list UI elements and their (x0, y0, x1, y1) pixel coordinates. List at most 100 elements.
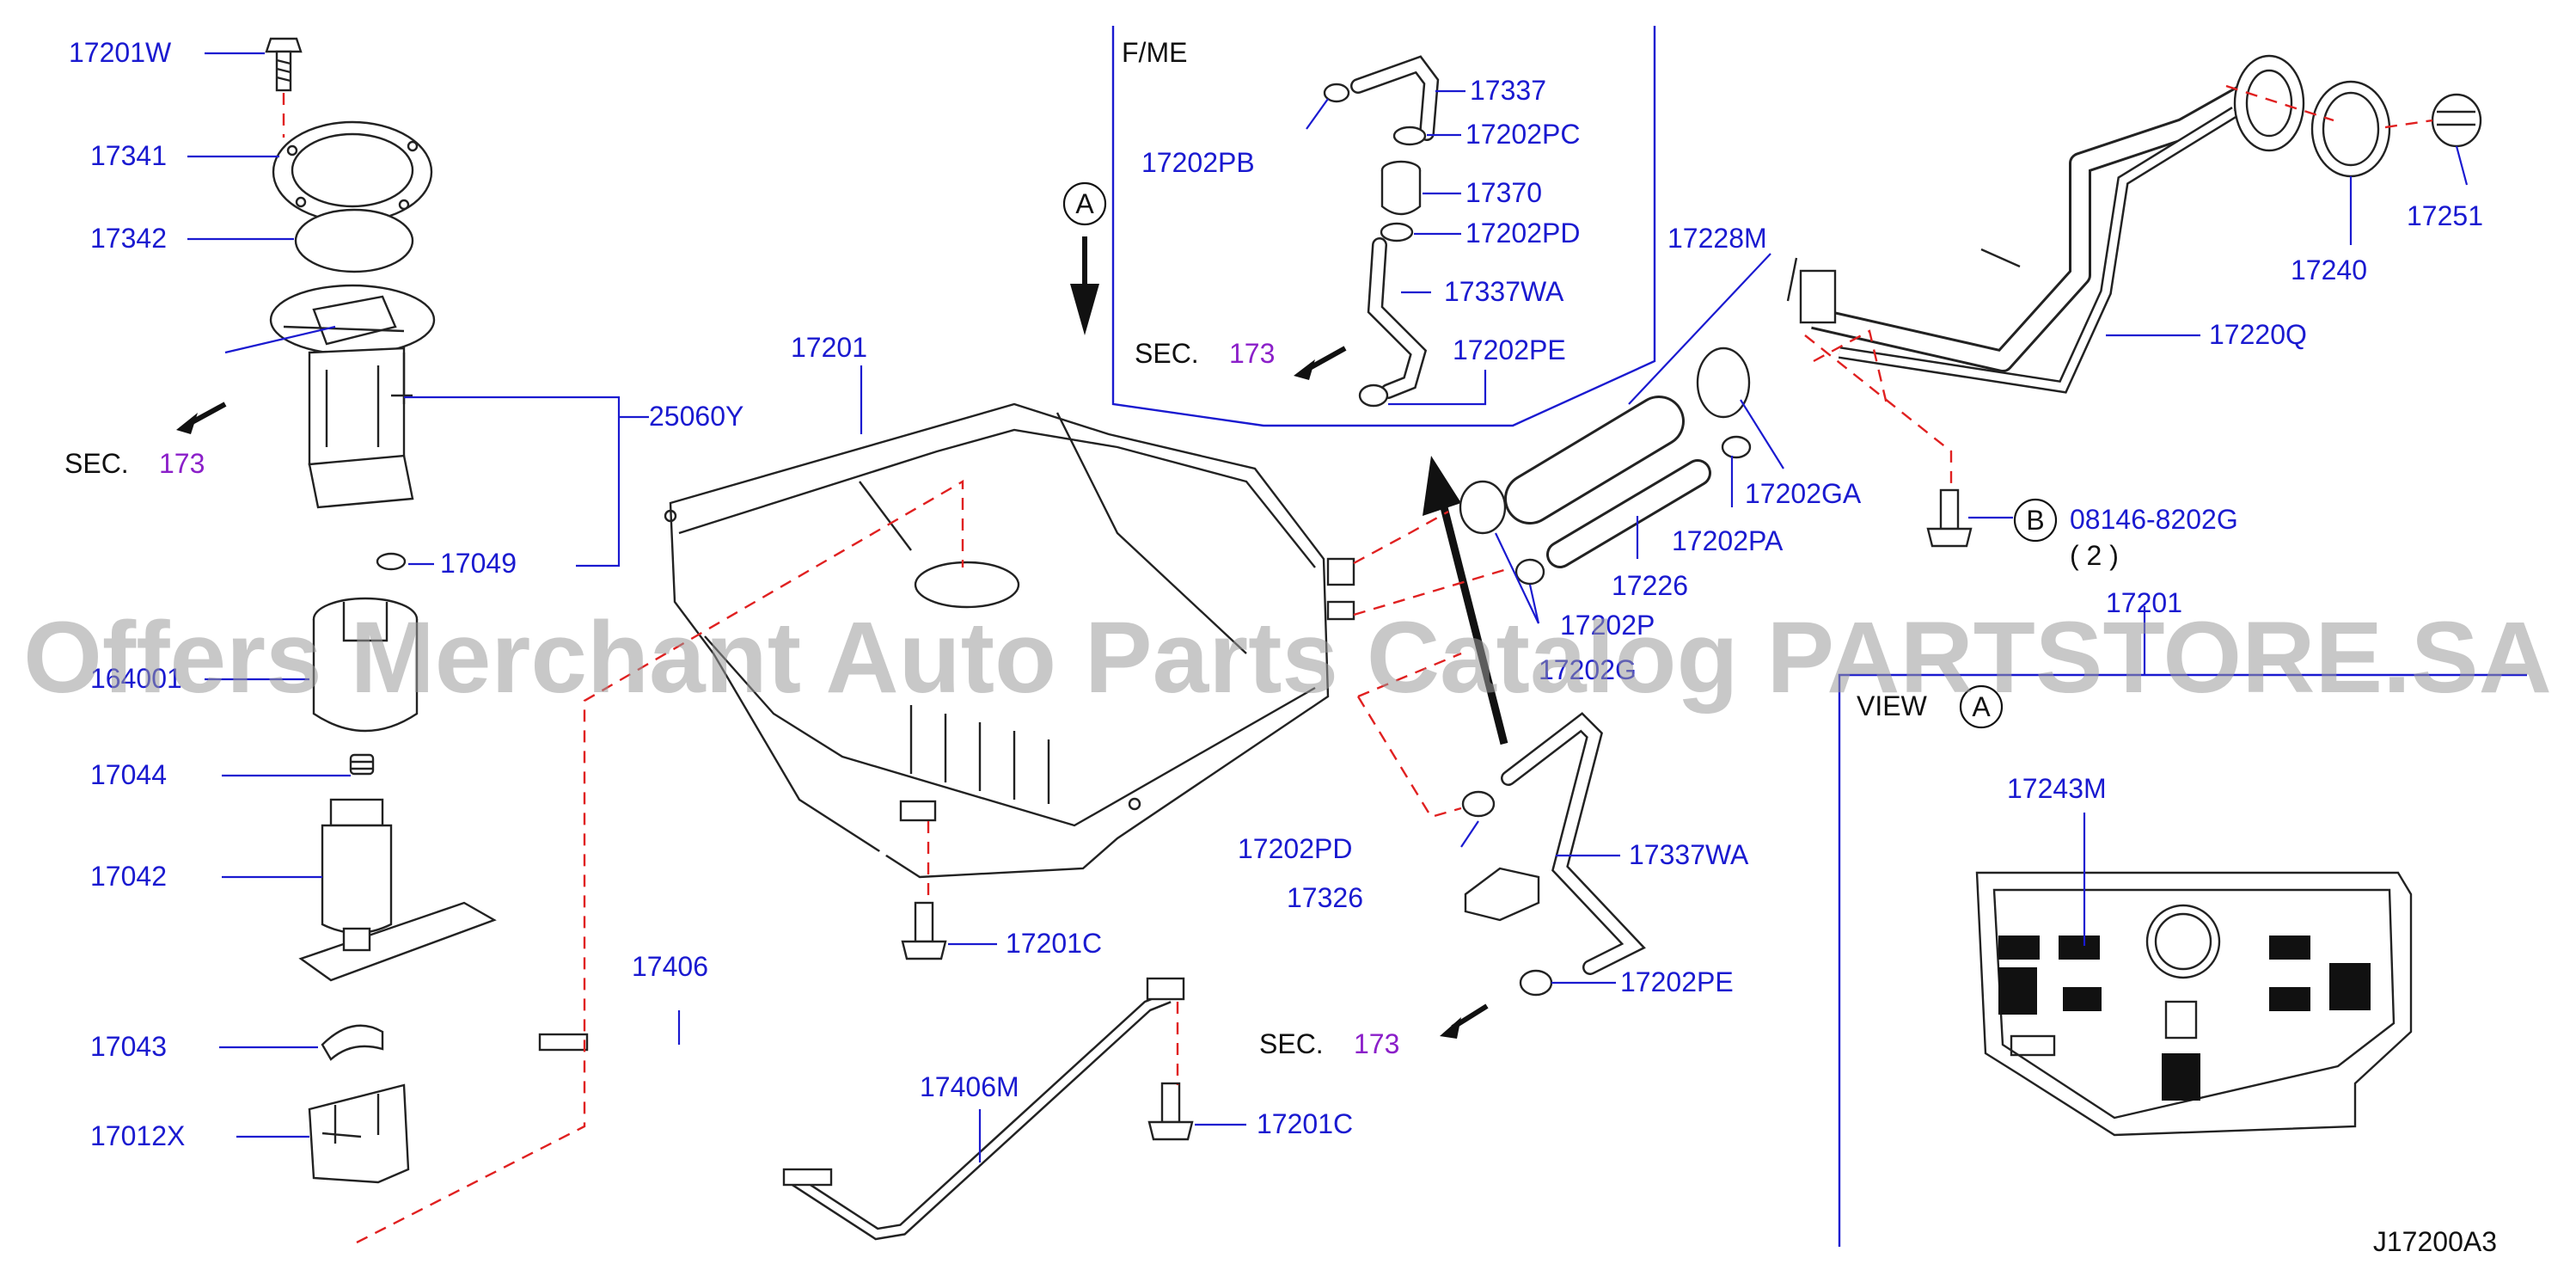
valve-17370[interactable] (1380, 160, 1422, 216)
label-17202PC[interactable]: 17202PC (1465, 119, 1580, 150)
label-17202PB[interactable]: 17202PB (1141, 147, 1255, 178)
view-a-callout-circle (1959, 684, 2004, 729)
label-17042[interactable]: 17042 (90, 861, 167, 892)
label-17202PA[interactable]: 17202PA (1672, 525, 1784, 556)
bolt-17201C-b[interactable] (1147, 1082, 1194, 1141)
label-17202G[interactable]: 17202G (1539, 654, 1637, 685)
filler-hose-17228M[interactable] (1504, 396, 1685, 525)
inset-frame-fme: F/ME (1111, 26, 1656, 427)
label-17202PD-inset[interactable]: 17202PD (1465, 218, 1580, 248)
filler-tube-17220Q[interactable] (1786, 54, 2305, 394)
label-17406[interactable]: 17406 (632, 951, 708, 982)
clamp-17202PE-inset[interactable] (1358, 383, 1389, 408)
clamp-17202PB[interactable] (1323, 83, 1350, 103)
label-17370[interactable]: 17370 (1465, 177, 1542, 208)
label-25060Y[interactable]: 25060Y (649, 401, 743, 432)
label-17226[interactable]: 17226 (1612, 570, 1688, 601)
bolt-08146-8202G[interactable] (1926, 488, 1973, 548)
tank-strap-17406[interactable] (538, 800, 937, 1088)
callout-a: A (1075, 188, 1094, 219)
label-17049[interactable]: 17049 (440, 548, 517, 579)
label-17202GA[interactable]: 17202GA (1745, 478, 1862, 509)
label-17202PE-lower[interactable]: 17202PE (1620, 966, 1734, 997)
hose-17337WA-inset[interactable] (1367, 237, 1428, 399)
label-17201-view[interactable]: 17201 (2106, 587, 2182, 618)
direction-arrow (1423, 456, 1508, 745)
clamp-17202P[interactable] (1514, 558, 1545, 586)
tank-bottom-view-17243M[interactable] (1975, 871, 2413, 1137)
label-17337WA-inset[interactable]: 17337WA (1444, 276, 1564, 307)
label-17342[interactable]: 17342 (90, 223, 167, 254)
section-refs: SEC. 173 SEC. 173 SEC. 173 (64, 338, 1399, 1059)
label-17201[interactable]: 17201 (791, 332, 867, 363)
clip-17043[interactable] (321, 1024, 384, 1061)
sec-inset-prefix: SEC. (1135, 338, 1199, 369)
label-17202PD-lower[interactable]: 17202PD (1238, 833, 1352, 864)
view-a-callout: A (1972, 691, 1991, 722)
label-17012X[interactable]: 17012X (90, 1120, 185, 1151)
view-a-frame: VIEW A (1838, 673, 2527, 1247)
sec-bottom-prefix: SEC. (1259, 1028, 1324, 1059)
clamp-17202PC[interactable] (1392, 126, 1427, 146)
watermark: Offers Merchant Auto Parts Catalog PARTS… (23, 601, 2552, 715)
fuel-tank-17201[interactable] (664, 402, 1355, 879)
label-17201C-a[interactable]: 17201C (1006, 928, 1102, 959)
label-17044[interactable]: 17044 (90, 759, 167, 790)
label-17201C-b[interactable]: 17201C (1257, 1108, 1353, 1139)
label-17202PE-inset[interactable]: 17202PE (1453, 334, 1566, 365)
label-17201W[interactable]: 17201W (69, 37, 172, 68)
inset-title: F/ME (1122, 37, 1187, 68)
hose-17337[interactable] (1350, 55, 1440, 141)
leader-lines (187, 52, 2469, 1163)
clamp-17202PD-lower[interactable] (1461, 790, 1496, 818)
label-17337WA-lower[interactable]: 17337WA (1629, 839, 1749, 870)
view-a-arrow: A (1062, 181, 1107, 335)
sec-left-prefix: SEC. (64, 448, 129, 479)
bolt-17201C-a[interactable] (901, 901, 947, 960)
breather-hose-17226[interactable] (1546, 459, 1711, 568)
diagram-code: J17200A3 (2373, 1226, 2497, 1257)
clamp-17202GA[interactable] (1696, 347, 1751, 419)
sec-left-link[interactable]: 173 (159, 448, 205, 479)
o-ring-17049[interactable] (376, 552, 407, 571)
clamp-17202PD-inset[interactable] (1380, 222, 1414, 242)
bolt-17201W[interactable] (265, 37, 303, 92)
clamp-17202PA[interactable] (1721, 435, 1752, 459)
pump-holder-17012X[interactable] (308, 1083, 410, 1184)
label-164001[interactable]: 164001 (90, 663, 182, 694)
filter-164001[interactable] (312, 597, 419, 733)
label-17202P[interactable]: 17202P (1560, 610, 1655, 641)
clamp-17202PE-lower[interactable] (1519, 969, 1553, 997)
label-17240[interactable]: 17240 (2291, 255, 2367, 285)
label-17341[interactable]: 17341 (90, 140, 167, 171)
filler-seal-17240[interactable] (2310, 80, 2391, 178)
label-08146-8202G[interactable]: 08146-8202G (2070, 504, 2238, 535)
sec-bottom-link[interactable]: 173 (1354, 1028, 1399, 1059)
callout-b: B (2013, 498, 2058, 543)
fuel-pump-17042[interactable] (298, 798, 497, 982)
filler-cap-17251[interactable] (2431, 93, 2482, 148)
view-title: VIEW (1857, 690, 1928, 721)
tank-strap-17406M[interactable] (782, 977, 1185, 1241)
svg-text:B: B (2026, 505, 2044, 536)
fuel-pump-unit-25060Y[interactable] (269, 284, 436, 509)
label-17251[interactable]: 17251 (2407, 200, 2483, 231)
dashed-guides (356, 84, 2433, 1244)
bushing-17044[interactable] (349, 753, 375, 776)
hose-17337WA-lower[interactable] (1501, 712, 1646, 975)
label-17043[interactable]: 17043 (90, 1031, 167, 1062)
label-17228M[interactable]: 17228M (1667, 223, 1767, 254)
label-17326[interactable]: 17326 (1287, 882, 1363, 913)
clip-17326[interactable] (1464, 867, 1540, 922)
sec-inset-link[interactable]: 173 (1229, 338, 1275, 369)
label-17406M[interactable]: 17406M (920, 1071, 1019, 1102)
gasket-17342[interactable] (294, 208, 414, 273)
part-labels: 17201W 17341 17342 25060Y 17049 164001 1… (69, 37, 2483, 1151)
lock-plate-17341[interactable] (272, 120, 433, 224)
label-17220Q[interactable]: 17220Q (2209, 319, 2307, 350)
clamp-17202G[interactable] (1459, 480, 1507, 535)
label-17337[interactable]: 17337 (1470, 75, 1546, 106)
label-17243M[interactable]: 17243M (2007, 773, 2107, 804)
sec-arrows (176, 346, 1489, 1039)
